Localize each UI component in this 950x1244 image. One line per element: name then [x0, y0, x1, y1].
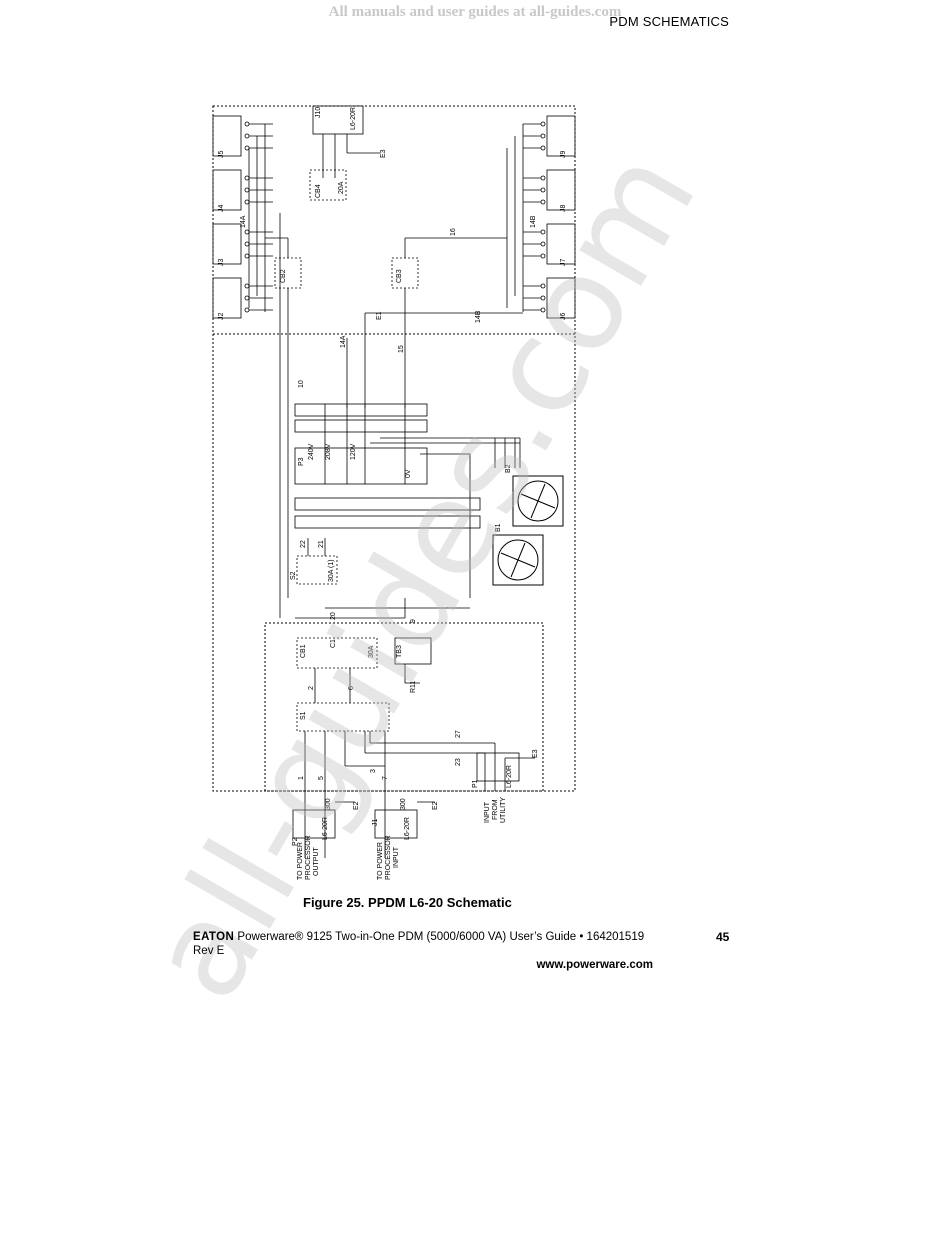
label-120v: 120V: [350, 443, 357, 460]
label-j4: J4: [218, 205, 225, 213]
label-14a: 14A: [240, 215, 247, 228]
label-0v: 0V: [405, 469, 412, 478]
pdm-schematic-diagram: J5 J4 J3 J2 J9 J8 J7 J6 J10 L6-20R CB4 2…: [212, 105, 576, 880]
terminal-blocks: [294, 403, 521, 598]
label-j8: J8: [560, 205, 567, 213]
label-p2: P2: [292, 837, 299, 846]
label-p1: P1: [472, 779, 479, 788]
footer-text: Powerware® 9125 Two-in-One PDM (5000/600…: [193, 931, 645, 957]
fan-b2: [512, 475, 564, 527]
label-20: 20: [330, 612, 337, 620]
label-b1: B1: [495, 523, 502, 532]
label-208v: 208V: [325, 443, 332, 460]
right-outlets: [506, 115, 576, 319]
cb1-symbol: [296, 637, 378, 669]
label-240v: 240V: [308, 443, 315, 460]
s2-symbol: [296, 555, 338, 585]
caption-j1-3: INPUT: [393, 846, 400, 868]
label-300-j1: 300: [400, 798, 407, 810]
label-cb4: CB4: [315, 184, 322, 198]
caption-p1-1: INPUT: [484, 801, 491, 823]
caption-p2-1: TO POWER: [297, 842, 304, 880]
label-21: 21: [318, 540, 325, 548]
label-cb2: CB2: [280, 269, 287, 283]
bottom-connectors: [292, 752, 520, 839]
caption-p2-2: PROCESSOR: [305, 835, 312, 880]
label-9: 9: [410, 619, 417, 623]
label-2: 2: [308, 686, 315, 690]
figure-caption: Figure 25. PPDM L6-20 Schematic: [303, 895, 512, 910]
label-7: 7: [382, 776, 389, 780]
s1-symbol: [296, 702, 390, 732]
label-cb1: CB1: [300, 644, 307, 658]
label-j10: J10: [315, 107, 322, 118]
label-p3: P3: [298, 457, 305, 466]
label-300-p2: 300: [325, 798, 332, 810]
caption-j1-2: PROCESSOR: [385, 835, 392, 880]
label-j2: J2: [218, 313, 225, 321]
label-e3-p1: E3: [532, 749, 539, 758]
label-j5: J5: [218, 151, 225, 159]
label-e2-p2: E2: [353, 801, 360, 810]
caption-j1-1: TO POWER: [377, 842, 384, 880]
label-6: 6: [348, 686, 355, 690]
label-3: 3: [370, 769, 377, 773]
label-14b: 14B: [530, 215, 537, 228]
label-e1: E1: [376, 311, 383, 320]
label-5: 5: [318, 776, 325, 780]
label-14a-mid: 14A: [340, 335, 347, 348]
label-j1: J1: [372, 819, 379, 827]
label-s1: S1: [300, 711, 307, 720]
label-j9: J9: [560, 151, 567, 159]
label-j6: J6: [560, 313, 567, 321]
footer-url[interactable]: www.powerware.com: [536, 959, 653, 971]
label-10: 10: [298, 380, 305, 388]
caption-p2-3: OUTPUT: [313, 847, 320, 877]
label-14b-mid: 14B: [475, 310, 482, 323]
label-cb1-rating: 30A: [368, 645, 375, 658]
label-c1: C1: [330, 639, 337, 648]
top-outlet-j10: [309, 105, 380, 201]
label-s2: S2: [290, 571, 297, 580]
fan-b1: [492, 534, 544, 586]
caption-p1-3: UTILITY: [500, 797, 507, 823]
label-tb3: TB3: [396, 645, 403, 658]
label-s2-rating: 30A (1): [328, 559, 335, 582]
label-l620-p2: L6-20R: [322, 817, 329, 840]
label-l620-p1: L6-20R: [506, 765, 513, 788]
label-j3: J3: [218, 259, 225, 267]
input-frame: [264, 622, 544, 792]
label-16: 16: [450, 228, 457, 236]
caption-p1-2: FROM: [492, 799, 499, 820]
label-e3: E3: [380, 149, 387, 158]
label-l620-j1: L6-20R: [404, 817, 411, 840]
label-27: 27: [455, 730, 462, 738]
label-b2: B2: [505, 464, 512, 473]
tb3-symbol: [394, 637, 432, 665]
label-j7: J7: [560, 259, 567, 267]
page-number: 45: [716, 930, 730, 944]
section-header: PDM SCHEMATICS: [609, 14, 729, 29]
footer-brand: EATON: [193, 931, 235, 943]
label-15: 15: [398, 345, 405, 353]
label-22: 22: [300, 540, 307, 548]
label-1: 1: [298, 776, 305, 780]
label-r11: R11: [410, 681, 417, 693]
label-cb4-rating: 20A: [338, 181, 345, 194]
label-e2-j1: E2: [432, 801, 439, 810]
label-cb3: CB3: [396, 269, 403, 283]
enclosure-frame: [212, 105, 576, 792]
site-banner: All manuals and user guides at all-guide…: [328, 4, 622, 20]
left-outlets: [212, 115, 273, 319]
page-footer: EATON Powerware® 9125 Two-in-One PDM (50…: [193, 930, 653, 972]
label-j10-type: L6-20R: [350, 107, 357, 130]
cb2-symbol: [274, 257, 302, 289]
label-23: 23: [455, 758, 462, 766]
